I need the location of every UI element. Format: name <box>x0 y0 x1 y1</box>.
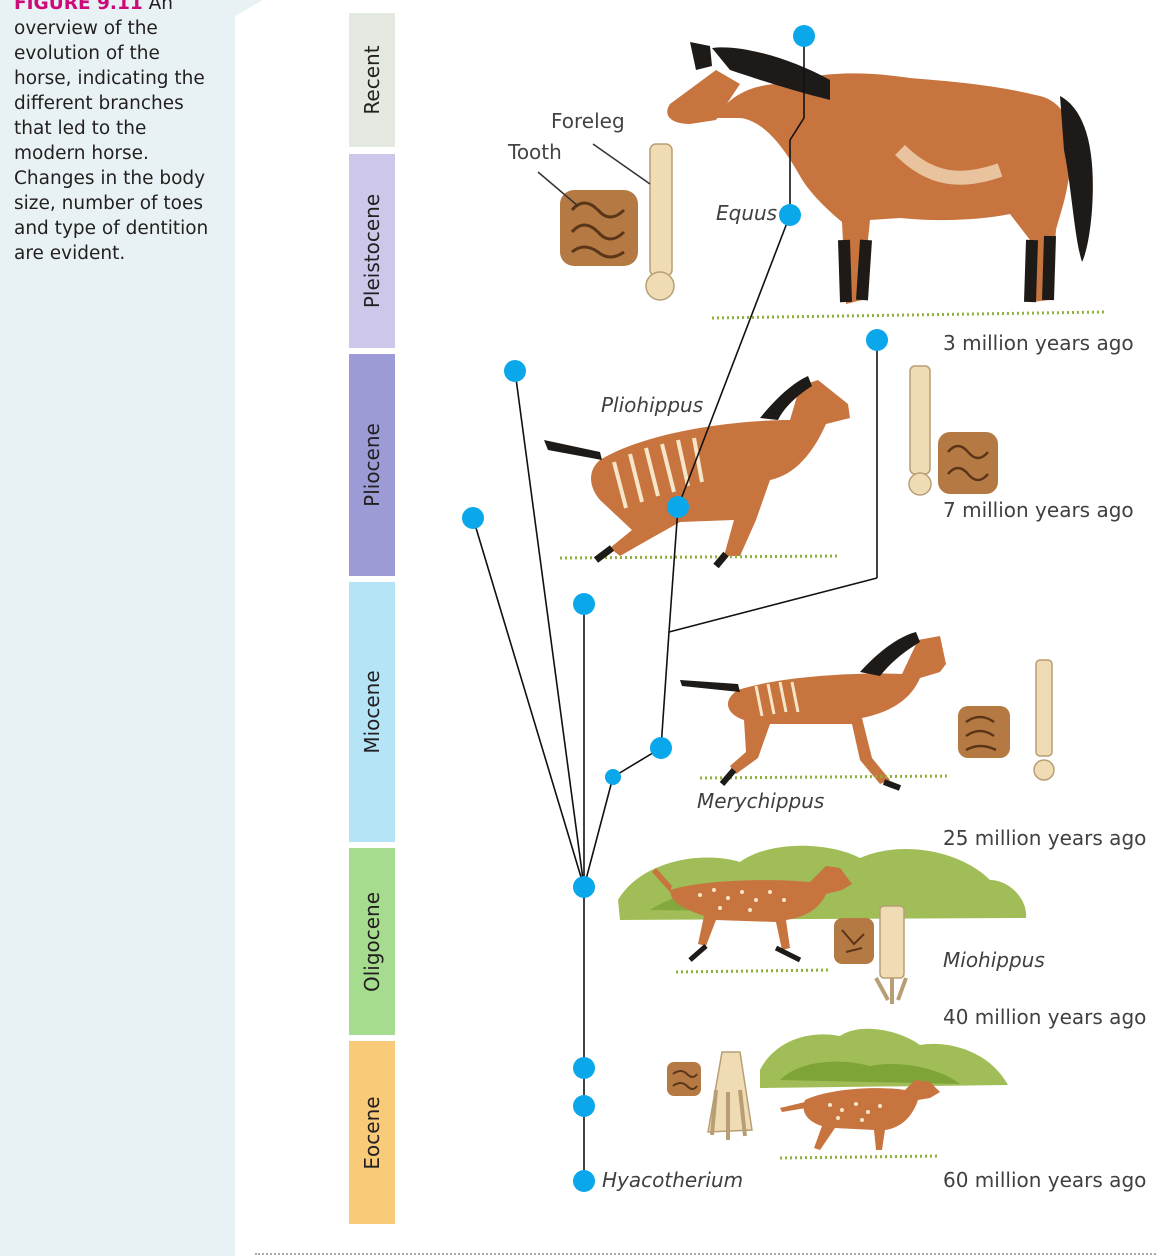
genus-label-merychippus: Merychippus <box>697 789 824 813</box>
tooth-label: Tooth <box>508 140 562 164</box>
node-eocene-2 <box>573 1095 595 1117</box>
equus-illustration <box>667 42 1104 318</box>
foreleg-label: Foreleg <box>551 109 625 133</box>
tooth-leader-line <box>538 172 578 206</box>
pliohippus-tooth-icon <box>938 432 998 494</box>
node-merychippus <box>650 737 672 759</box>
time-label-25: 25 million years ago <box>943 826 1146 850</box>
miohippus-tooth-icon <box>834 918 874 964</box>
node-miocene-small <box>605 769 621 785</box>
miohippus-foreleg-icon <box>876 906 906 1004</box>
merychippus-tooth-icon <box>958 706 1010 758</box>
bottom-divider <box>255 1253 1156 1255</box>
node-pliohippus <box>667 496 689 518</box>
node-oligocene-branch <box>573 876 595 898</box>
genus-label-equus: Equus <box>716 201 777 225</box>
node-pliocene-top <box>504 360 526 382</box>
node-equus <box>779 204 801 226</box>
pliohippus-foreleg-icon <box>909 366 931 495</box>
genus-label-hyacotherium: Hyacotherium <box>602 1168 743 1192</box>
genus-label-miohippus: Miohippus <box>943 948 1045 972</box>
node-recent <box>793 25 815 47</box>
node-miocene-side <box>573 593 595 615</box>
node-hyacotherium <box>573 1170 595 1192</box>
merychippus-illustration <box>680 632 950 788</box>
equus-foreleg-icon <box>646 144 674 300</box>
time-label-60: 60 million years ago <box>943 1168 1146 1192</box>
time-label-7: 7 million years ago <box>943 498 1134 522</box>
node-eocene-3 <box>573 1057 595 1079</box>
foreleg-leader-line <box>593 144 650 184</box>
merychippus-foreleg-icon <box>1034 660 1054 780</box>
hyracotherium-illustration <box>760 1029 1008 1158</box>
time-label-3: 3 million years ago <box>943 331 1134 355</box>
genus-label-pliohippus: Pliohippus <box>601 393 703 417</box>
time-label-40: 40 million years ago <box>943 1005 1146 1029</box>
node-pliocene-left <box>462 507 484 529</box>
hyracotherium-foot-icon <box>708 1052 752 1140</box>
phylogeny-branches <box>473 36 877 1181</box>
hyracotherium-tooth-icon <box>667 1062 701 1096</box>
node-pleistocene-right <box>866 329 888 351</box>
